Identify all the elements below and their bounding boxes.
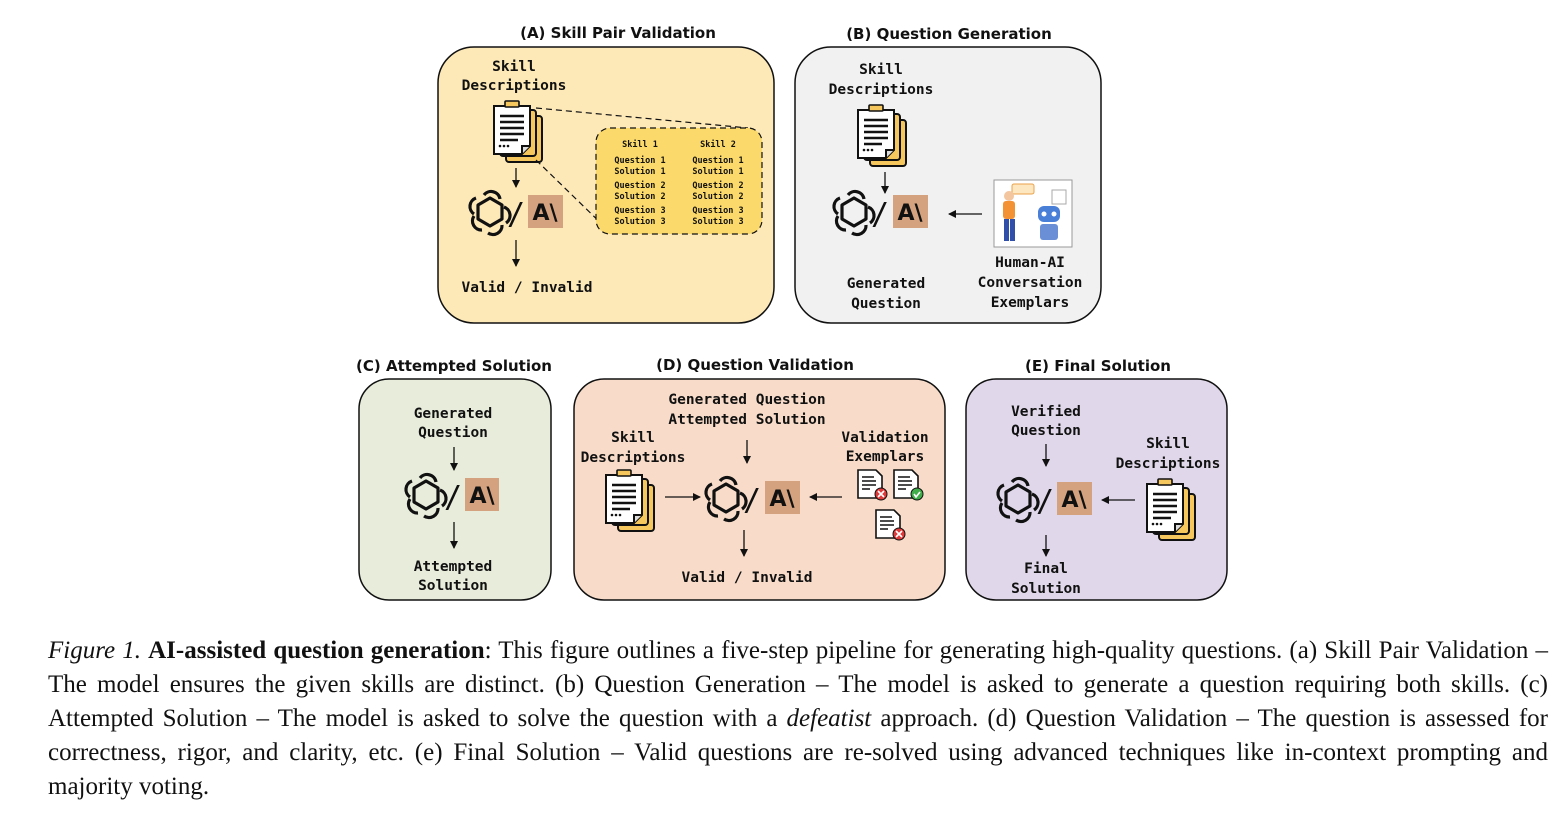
anthropic-glyph: A\: [1061, 488, 1087, 513]
zoom-cell: Question 2: [614, 180, 665, 191]
panel-e-box: [965, 378, 1228, 601]
zoom-cell: Question 3: [614, 205, 665, 216]
anthropic-glyph: A\: [769, 487, 795, 512]
zoom-rows: Question 1 Question 1 Solution 1 Solutio…: [614, 155, 743, 227]
panel-b-side-label-3: Exemplars: [991, 295, 1070, 311]
zoom-line-bottom: [535, 159, 611, 233]
document-stack-icon: [604, 468, 656, 533]
anthropic-glyph: A\: [897, 201, 923, 226]
panel-d: (D) Question Validation Generated Questi…: [573, 356, 946, 601]
zoom-cell: Question 1: [692, 155, 743, 166]
anthropic-glyph: A\: [532, 201, 558, 226]
panel-b-input-label: Skill: [859, 62, 903, 78]
zoom-cell: Question 2: [692, 180, 743, 191]
panel-d-left-input-2: Descriptions: [581, 450, 686, 466]
panel-b-side-label: Human-AI: [995, 255, 1065, 271]
document-stack-icon: [856, 103, 908, 168]
anthropic-icon: [465, 478, 499, 511]
panel-c-title: (C) Attempted Solution: [356, 357, 552, 375]
figure-caption: Figure 1. AI-assisted question generatio…: [48, 634, 1548, 804]
panel-d-left-input: Skill: [611, 430, 655, 446]
panel-c: (C) Attempted Solution Generated Questio…: [356, 357, 552, 601]
panel-d-top-input: Generated Question: [668, 392, 825, 408]
panel-d-title: (D) Question Validation: [656, 356, 854, 374]
panel-e-output: Final: [1024, 561, 1068, 577]
panel-d-right-input: Validation: [841, 430, 928, 446]
anthropic-icon: [528, 195, 563, 228]
panel-c-input: Generated: [414, 406, 493, 422]
panel-b: (B) Question Generation Skill Descriptio…: [794, 25, 1102, 324]
figure-label: Figure 1.: [48, 637, 141, 664]
model-separator: /: [507, 197, 525, 232]
pipeline-diagram: (A) Skill Pair Validation Skill Descript…: [356, 24, 1228, 601]
panel-b-output-2: Question: [851, 296, 921, 312]
panel-e-input: Verified: [1011, 404, 1081, 420]
panel-e: (E) Final Solution Verified Question Ski…: [965, 357, 1228, 601]
zoom-cell: Solution 1: [692, 166, 743, 177]
document-stack-icon: [1145, 477, 1197, 542]
caption-text-2: approach. (d) Question Validation – The …: [48, 705, 1548, 800]
human-ai-illustration-icon: [993, 179, 1073, 248]
panel-d-top-input-2: Attempted Solution: [668, 412, 825, 428]
zoom-col1-header: Skill 1: [622, 139, 658, 150]
panel-c-input-2: Question: [418, 425, 488, 441]
panel-e-output-2: Solution: [1011, 581, 1081, 597]
zoom-cell: Solution 2: [692, 191, 743, 202]
validation-exemplars-icon: [857, 469, 924, 541]
panel-d-box: [573, 378, 946, 601]
panel-a-input-label: Skill: [492, 59, 536, 75]
model-separator: /: [444, 480, 462, 515]
zoom-line-top: [535, 107, 749, 129]
panel-e-side-input: Skill: [1146, 436, 1190, 452]
caption-text: : This figure outlines a five-step pipel…: [48, 637, 1548, 732]
model-separator: /: [1036, 484, 1054, 519]
panel-a-title: (A) Skill Pair Validation: [520, 24, 716, 42]
panel-a-output: Valid / Invalid: [462, 280, 593, 296]
zoom-cell: Solution 3: [692, 216, 743, 227]
anthropic-glyph: A\: [469, 484, 495, 509]
document-stack-icon: [492, 99, 544, 164]
panel-b-input-label-2: Descriptions: [829, 82, 934, 98]
zoom-col2-header: Skill 2: [700, 139, 736, 150]
panel-c-output: Attempted: [414, 559, 493, 575]
anthropic-icon: [893, 195, 928, 228]
panel-b-title: (B) Question Generation: [846, 25, 1052, 43]
panel-b-side-label-2: Conversation: [978, 275, 1083, 291]
panel-d-right-input-2: Exemplars: [846, 449, 925, 465]
caption-italic-word: defeatist: [786, 705, 872, 732]
zoom-cell: Solution 2: [614, 191, 665, 202]
model-separator: /: [871, 197, 889, 232]
anthropic-icon: [765, 481, 800, 514]
anthropic-icon: [1057, 482, 1092, 515]
panel-c-output-2: Solution: [418, 578, 488, 594]
zoom-cell: Question 3: [692, 205, 743, 216]
caption-title: AI-assisted question generation: [148, 637, 485, 664]
zoom-cell: Solution 3: [614, 216, 665, 227]
panel-a: (A) Skill Pair Validation Skill Descript…: [437, 24, 775, 324]
zoom-cell: Solution 1: [614, 166, 665, 177]
panel-e-title: (E) Final Solution: [1025, 357, 1171, 375]
model-separator: /: [743, 483, 761, 518]
panel-e-side-input-2: Descriptions: [1116, 456, 1221, 472]
panel-e-input-2: Question: [1011, 423, 1081, 439]
zoom-cell: Question 1: [614, 155, 665, 166]
panel-d-output: Valid / Invalid: [682, 570, 813, 586]
panel-a-input-label-2: Descriptions: [462, 78, 567, 94]
skill-pair-zoom-box: [595, 127, 763, 235]
panel-b-output: Generated: [847, 276, 926, 292]
panel-c-box: [358, 378, 552, 601]
